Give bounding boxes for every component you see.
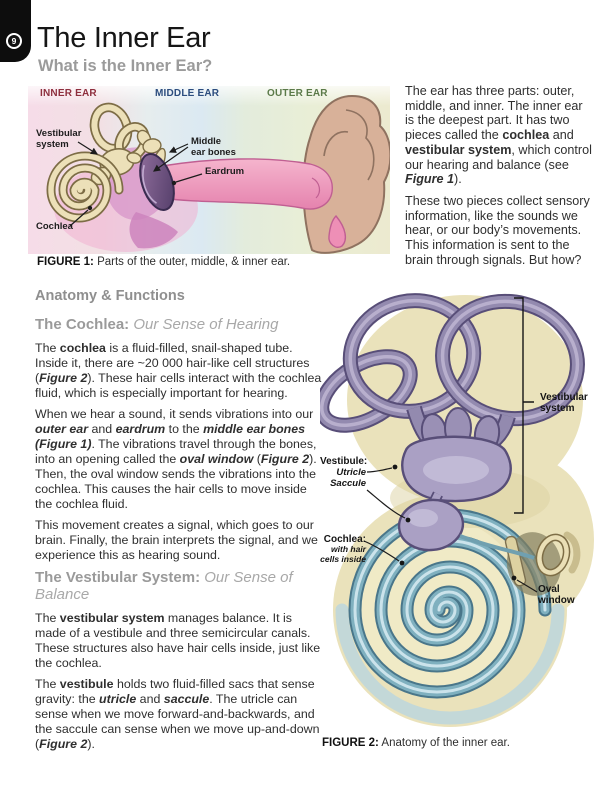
region-label-inner-ear: INNER EAR: [40, 88, 97, 99]
intro-paragraph-2: These two pieces collect sensory informa…: [405, 193, 590, 267]
figure1-illustration: [28, 86, 390, 254]
figure2-caption: FIGURE 2: Anatomy of the inner ear.: [322, 737, 510, 749]
callout-cochlea-2: Cochlea: with hair cells inside: [320, 534, 366, 564]
callout-vestibular-system: Vestibular system: [36, 128, 82, 150]
vestibular-heading: The Vestibular System: Our Sense of Bala…: [35, 569, 293, 603]
vestibular-system-bracket: [514, 297, 534, 514]
region-label-outer-ear: OUTER EAR: [267, 88, 328, 99]
intro-paragraph-1: The ear has three parts: outer, middle, …: [405, 84, 592, 187]
vestibule-shape: [397, 435, 535, 560]
callout-vestibule: Vestibule: Utricle Saccule: [320, 456, 368, 489]
figure1-ear-diagram: INNER EAR MIDDLE EAR OUTER EAR Vestibula…: [28, 86, 390, 254]
oval-window-region: [504, 531, 581, 596]
ossicle: [142, 138, 162, 154]
page-title: The Inner Ear: [37, 22, 211, 54]
ossicle: [126, 152, 142, 164]
cochlea-heading: The Cochlea: Our Sense of Hearing: [35, 316, 279, 333]
intro-column: The ear has three parts: outer, middle, …: [405, 84, 592, 274]
region-label-middle-ear: MIDDLE EAR: [155, 88, 220, 99]
eardrum-shape: [139, 153, 175, 211]
callout-vestibular-system-2: Vestibular system: [540, 392, 588, 414]
cochlea-paragraph-3: This movement creates a signal, which go…: [35, 518, 318, 562]
cochlea-paragraph-2: When we hear a sound, it sends vibration…: [35, 407, 317, 511]
callout-cochlea: Cochlea: [36, 221, 73, 232]
cochlea-paragraph-1: The cochlea is a fluid-filled, snail-sha…: [35, 341, 322, 400]
anatomy-column: Anatomy & Functions The Cochlea: Our Sen…: [35, 289, 325, 758]
anatomy-functions-heading: Anatomy & Functions: [35, 288, 185, 304]
page-number-badge: 9: [6, 33, 22, 49]
callout-oval-window: Oval window: [538, 584, 575, 606]
vestibular-paragraph-2: The vestibule holds two fluid-filled sac…: [35, 677, 320, 751]
figure2-illustration: [320, 288, 610, 727]
figure1-caption: FIGURE 1: Parts of the outer, middle, & …: [37, 256, 291, 268]
figure2-inner-ear-diagram: Vestibular system Vestibule: Utricle Sac…: [320, 288, 610, 733]
inner-ear-bones: [46, 102, 166, 223]
vestibular-paragraph-1: The vestibular system manages balance. I…: [35, 611, 321, 670]
page-subtitle: What is the Inner Ear?: [38, 57, 213, 75]
corner-tab: 9: [0, 0, 31, 62]
callout-eardrum: Eardrum: [205, 166, 245, 177]
outer-ear-pinna: [302, 95, 390, 254]
page-number: 9: [8, 35, 20, 47]
callout-middle-ear-bones: Middle ear bones: [191, 136, 236, 158]
